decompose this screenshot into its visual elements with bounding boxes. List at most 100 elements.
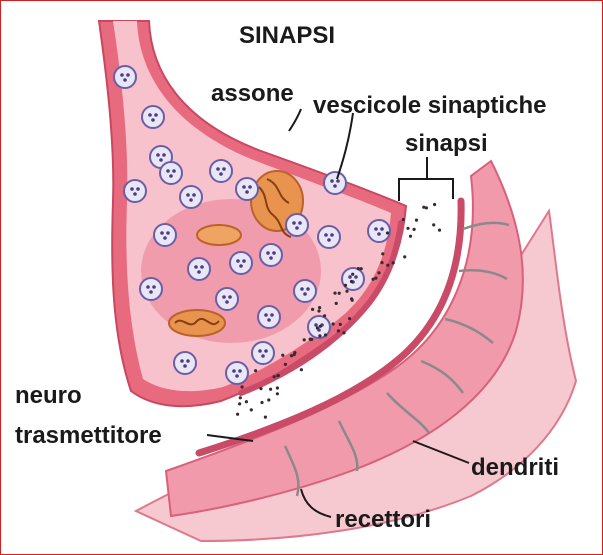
label-recettori: recettori [335,506,431,533]
neurotransmitter-dot [259,387,262,390]
vesicle [226,362,248,384]
neurotransmitter-dot [238,402,241,405]
vescicole-leader [337,113,353,179]
neurotransmitter-dot [415,219,418,222]
assone-leader [289,109,301,131]
neurotransmitter-dot [360,267,363,270]
vesicle [180,186,202,208]
neurotransmitter-dot [317,309,320,312]
vesicle [142,106,164,128]
neurotransmitter-dot [409,235,412,238]
neurotransmitter-dot [303,338,306,341]
neurotransmitter-dot [338,292,341,295]
neurotransmitter-dot [406,227,409,230]
neurotransmitter-dot [245,400,248,403]
neurotransmitter-dot [432,223,435,226]
label-assone: assone [211,80,294,107]
neurotransmitter-dot [276,374,279,377]
neurotransmitter-dot [381,252,384,255]
neurotransmitter-dot [284,363,287,366]
vesicle [230,252,252,274]
neurotransmitter-dot [276,392,279,395]
neurotransmitter-dot [350,280,353,283]
label-sinapsi: sinapsi [405,130,488,157]
neurotransmitter-dot [372,278,375,281]
neurotransmitter-dot [273,375,276,378]
vesicle [252,342,274,364]
vesicle [216,288,238,310]
vesicle [294,280,316,302]
neurotransmitter-dot [403,255,406,258]
mitochondrion-3 [169,310,225,336]
neurotransmitter-dot [281,354,284,357]
neurotransmitter-dot [239,396,242,399]
neurotransmitter-dot [269,388,272,391]
neurotransmitter-dot [264,416,267,419]
neurotransmitter-dot [309,338,312,341]
neurotransmitter-dot [413,228,416,231]
neurotransmitter-dot [350,297,353,300]
neurotransmitter-dot [402,218,405,221]
diagram-title: SINAPSI [239,22,335,49]
neurotransmitter-dot [319,325,322,328]
vesicle [318,226,340,248]
neurotransmitter-dot [337,329,340,332]
neurotransmitter-dot [380,261,383,264]
neurotransmitter-dot [241,385,244,388]
neurotransmitter-dot [332,322,335,325]
vesicle [210,160,232,182]
sinapsi-bracket [399,179,453,201]
vesicle [368,220,390,242]
neurotransmitter-dot [357,267,360,270]
neurotransmitter-dot [236,413,239,416]
neurotransmitter-dot [300,368,303,371]
neurotransmitter-dot [318,306,321,309]
vesicle [114,66,136,88]
neurotransmitter-dot [386,231,389,234]
neurotransmitter-dot [324,333,327,336]
neurotransmitter-dot [345,290,348,293]
vesicle [160,162,182,184]
neurotransmitter-dot [351,273,354,276]
neurotransmitter-dot [318,334,321,337]
neurotransmitter-dot [386,264,389,267]
vesicle [124,180,146,202]
neurotransmitter-dot [422,206,425,209]
neurotransmitter-dot [344,284,347,287]
neurotransmitter-dot [335,302,338,305]
label-dendriti: dendriti [471,454,559,481]
neurotransmitter-dot [254,369,257,372]
neurotransmitter-dot [323,314,326,317]
mitochondrion-2 [197,225,241,245]
neurotransmitter-dot [311,308,314,311]
neurotransmitter-dot [433,203,436,206]
neurotransmitter-dot [374,277,377,280]
neurotransmitter-dot [260,401,263,404]
vesicle [236,178,258,200]
label-neuro: neuro [15,382,82,409]
neurotransmitter-dot [348,317,351,320]
neurotransmitter-dot [250,408,253,411]
neurotransmitter-dot [377,271,380,274]
vesicle [140,278,162,300]
neurotransmitter-dot [342,331,345,334]
vesicle [188,258,210,280]
vesicle [286,214,308,236]
neurotransmitter-dot [339,323,342,326]
label-vescicole-sinaptiche: vescicole sinaptiche [313,92,546,119]
neurotransmitter-dot [392,261,395,264]
vesicle [258,306,280,328]
neurotransmitter-dot [333,292,336,295]
vesicle [260,244,282,266]
vesicle [154,224,176,246]
label-trasmettitore: trasmettitore [15,422,162,449]
neurotransmitter-dot [438,229,441,232]
vesicle [324,172,346,194]
neurotransmitter-dot [316,326,319,329]
neurotransmitter-dot [267,398,270,401]
neurotransmitter-dot [276,386,279,389]
neurotransmitter-dot [293,351,296,354]
vesicle [174,352,196,374]
